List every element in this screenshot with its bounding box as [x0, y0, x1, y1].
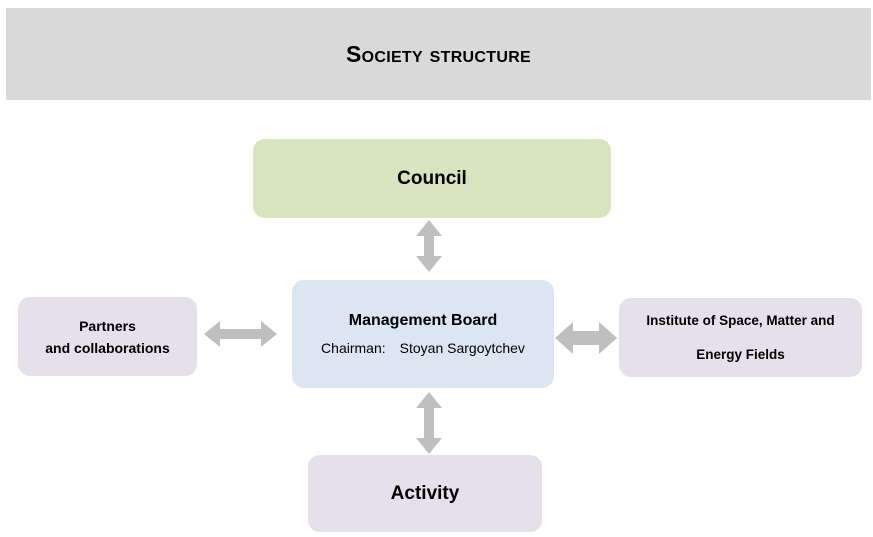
institute-box: Institute of Space, Matter and Energy Fi… [619, 298, 862, 377]
activity-label: Activity [390, 482, 460, 504]
chairman-line: Chairman: Stoyan Sargoytchev [321, 340, 525, 356]
activity-box: Activity [308, 455, 542, 532]
page-title: Society structure [345, 40, 532, 67]
arrow-board-council [416, 220, 442, 272]
partners-box: Partners and collaborations [18, 297, 197, 376]
chairman-label: Chairman: [321, 340, 386, 356]
management-board-label: Management Board [348, 312, 498, 329]
council-label: Council [397, 167, 467, 189]
header-banner: Society structure [6, 8, 871, 100]
institute-label-line2: Energy Fields [696, 346, 785, 362]
management-board-box: Management Board Chairman: Stoyan Sargoyt… [292, 280, 554, 388]
arrow-board-activity [416, 392, 442, 454]
council-box: Council [253, 139, 611, 218]
arrow-partners-board [204, 321, 277, 347]
institute-label-line1: Institute of Space, Matter and [646, 312, 835, 328]
partners-label-line2: and collaborations [45, 339, 170, 356]
chairman-name: Stoyan Sargoytchev [399, 340, 525, 356]
arrow-board-institute [555, 322, 617, 354]
partners-label-line1: Partners [79, 317, 136, 334]
